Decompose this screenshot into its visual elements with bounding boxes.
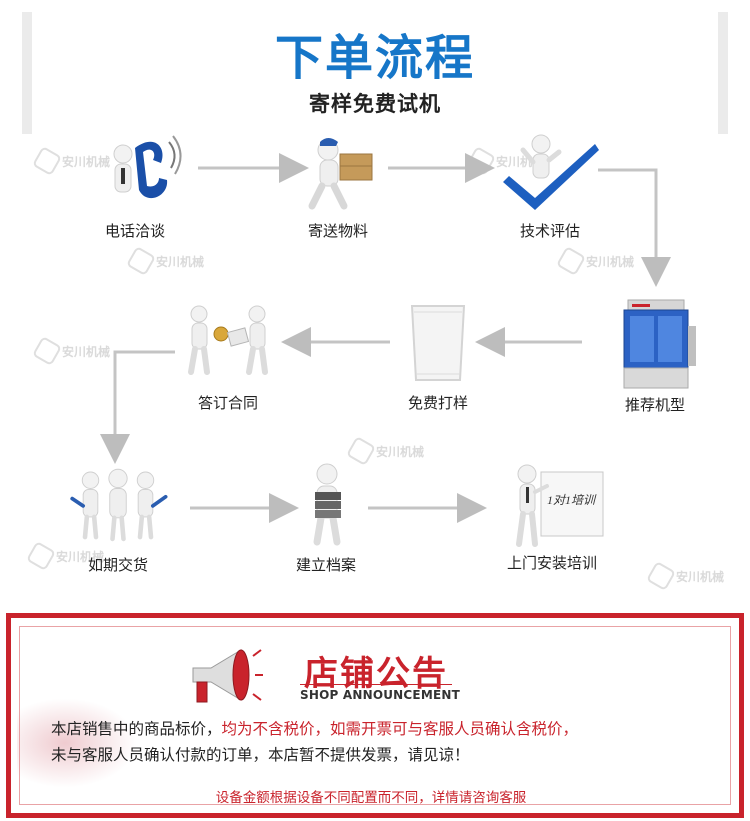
training-board-text: 1对1培训: [547, 493, 597, 507]
shop-announcement: 店铺公告 SHOP ANNOUNCEMENT 本店销售中的商品标价，均为不含税价…: [6, 613, 744, 818]
step-on-time-delivery: 如期交货: [48, 462, 188, 575]
header-right-bar: [718, 12, 728, 134]
step-label: 推荐机型: [624, 396, 685, 414]
watermark: 安川机械: [25, 540, 104, 572]
step-label: 建立档案: [295, 556, 356, 574]
step-label: 寄送物料: [307, 222, 368, 240]
header-left-bar: [22, 12, 32, 134]
step-recommend-model: 推荐机型: [585, 296, 725, 415]
step-sign-contract: 答订合同: [158, 300, 298, 413]
step-tech-evaluation: 技术评估: [480, 128, 620, 241]
phone-call-icon: [80, 128, 190, 214]
step-free-sample: 免费打样: [368, 300, 508, 413]
page-title: 下单流程: [274, 30, 475, 86]
step-phone-negotiation: 电话洽谈: [65, 128, 205, 241]
announcement-line-2: 未与客服人员确认付款的订单，本店暂不提供发票，请见谅！: [51, 746, 470, 764]
file-archive-icon: [271, 462, 381, 548]
contract-handshake-icon: [173, 300, 283, 386]
watermark: 安川机械: [645, 560, 724, 592]
sample-bag-icon: [383, 300, 493, 386]
announcement-footer: 设备金额根据设备不同配置而不同，详情请咨询客服: [215, 790, 527, 806]
step-label: 免费打样: [407, 394, 468, 412]
announcement-line-1-highlight: 均为不含税价，如需开票可与客服人员确认含税价，: [221, 720, 579, 738]
watermark: 安川机械: [31, 145, 110, 177]
step-create-archive: 建立档案: [256, 462, 396, 575]
training-board-icon: 1对1培训: [497, 460, 607, 550]
announcement-line-1: 本店销售中的商品标价，均为不含税价，如需开票可与客服人员确认含税价，: [51, 717, 578, 739]
step-onsite-training: 1对1培训 上门安装培训: [482, 460, 622, 573]
page-subtitle: 寄样免费试机: [309, 92, 441, 116]
delivery-person-icon: [283, 128, 393, 214]
step-label: 如期交货: [87, 556, 148, 574]
team-tools-icon: [63, 462, 173, 548]
step-send-material: 寄送物料: [268, 128, 408, 241]
watermark: 安川机械: [31, 335, 110, 367]
megaphone-icon: [183, 642, 263, 716]
watermark: 安川机械: [345, 435, 424, 467]
step-label: 上门安装培训: [506, 554, 597, 572]
announcement-inner-frame: [19, 626, 731, 805]
checkmark-person-icon: [495, 128, 605, 214]
brush-stroke-decoration: [17, 698, 137, 788]
watermark: 安川机械: [125, 245, 204, 277]
step-label: 技术评估: [519, 222, 580, 240]
packing-machine-icon: [600, 296, 710, 392]
step-label: 答订合同: [197, 394, 258, 412]
announcement-title-underline: [300, 684, 452, 685]
announcement-subtitle: SHOP ANNOUNCEMENT: [300, 688, 460, 702]
announcement-line-1-normal: 本店销售中的商品标价，: [51, 720, 222, 738]
watermark: 安川机械: [555, 245, 634, 277]
announcement-title: 店铺公告: [304, 654, 448, 694]
step-label: 电话洽谈: [104, 222, 165, 240]
